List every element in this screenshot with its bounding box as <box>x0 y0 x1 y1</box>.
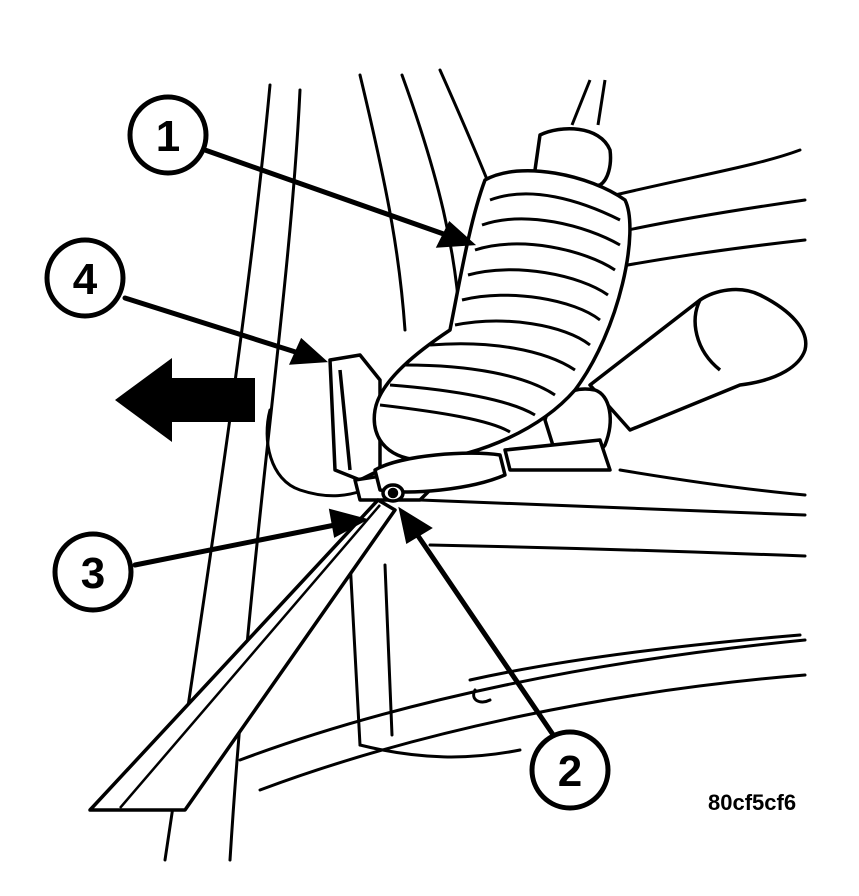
floor-panel-lines <box>238 408 807 792</box>
callout-1-label: 1 <box>156 112 180 161</box>
pry-tool <box>88 498 397 812</box>
reference-code: 80cf5cf6 <box>708 790 797 815</box>
cable-boot <box>372 127 632 494</box>
callout-4: 4 <box>44 237 126 319</box>
callout-1: 1 <box>127 94 209 176</box>
shift-lever-rod <box>503 287 808 472</box>
callout-4-label: 4 <box>73 255 98 304</box>
callout-3: 3 <box>52 531 134 613</box>
callout-2: 2 <box>529 729 611 811</box>
shift-cable <box>570 79 607 126</box>
direction-arrow <box>115 358 255 442</box>
leader-lines <box>122 147 561 745</box>
retainer-clip <box>381 483 405 503</box>
callout-3-label: 3 <box>81 549 105 598</box>
callout-2-label: 2 <box>558 747 582 796</box>
